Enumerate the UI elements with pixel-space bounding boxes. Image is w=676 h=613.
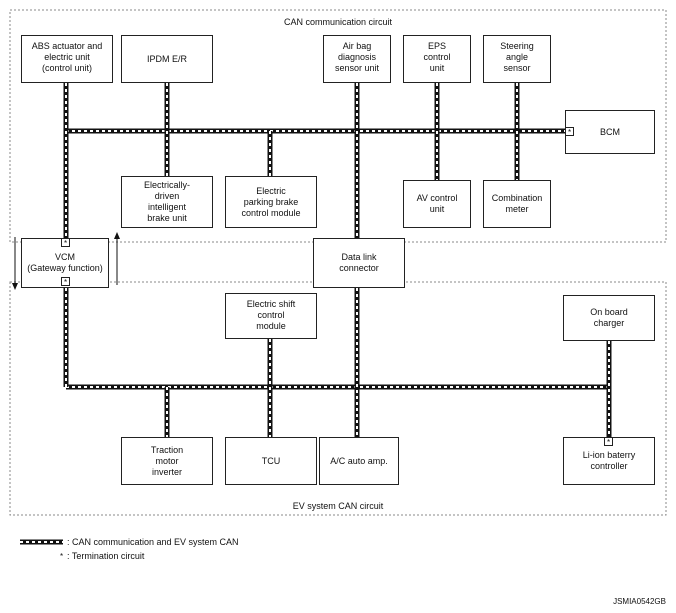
tcu-box: TCU (225, 437, 317, 485)
onboard-charger-box: On board charger (563, 295, 655, 341)
bcm-termination: * (565, 127, 574, 137)
parking-brake-box: Electric parking brake control module (225, 176, 317, 228)
can-bus-lines (63, 83, 612, 437)
data-link-connector-box: Data link connector (313, 238, 405, 288)
can-circuit-label: CAN communication circuit (283, 17, 393, 27)
traction-inverter-box: Traction motor inverter (121, 437, 213, 485)
brake-unit-box: Electrically- driven intelligent brake u… (121, 176, 213, 228)
eps-control-box: EPS control unit (403, 35, 471, 83)
vcm-termination-bottom: * (61, 277, 70, 287)
airbag-diagnosis-box: Air bag diagnosis sensor unit (323, 35, 391, 83)
bcm-box: BCM (565, 110, 655, 154)
liion-termination: * (604, 437, 613, 447)
gateway-arrow-up-head (114, 232, 120, 239)
ev-circuit-label: EV system CAN circuit (292, 501, 384, 511)
legend-termination-label: : Termination circuit (67, 551, 145, 561)
combination-meter-box: Combination meter (483, 180, 551, 228)
vcm-termination-top: * (61, 238, 70, 248)
abs-actuator-box: ABS actuator and electric unit (control … (21, 35, 113, 83)
ac-auto-amp-box: A/C auto amp. (319, 437, 399, 485)
steering-angle-box: Steering angle sensor (483, 35, 551, 83)
legend-can-label: : CAN communication and EV system CAN (67, 537, 239, 547)
ipdm-er-box: IPDM E/R (121, 35, 213, 83)
figure-id: JSMIA0542GB (613, 597, 666, 606)
legend-termination-symbol: * (57, 552, 66, 561)
gateway-arrow-down-head (12, 283, 18, 290)
av-control-box: AV control unit (403, 180, 471, 228)
shift-control-box: Electric shift control module (225, 293, 317, 339)
liion-controller-box: Li-ion baterry controller (563, 437, 655, 485)
